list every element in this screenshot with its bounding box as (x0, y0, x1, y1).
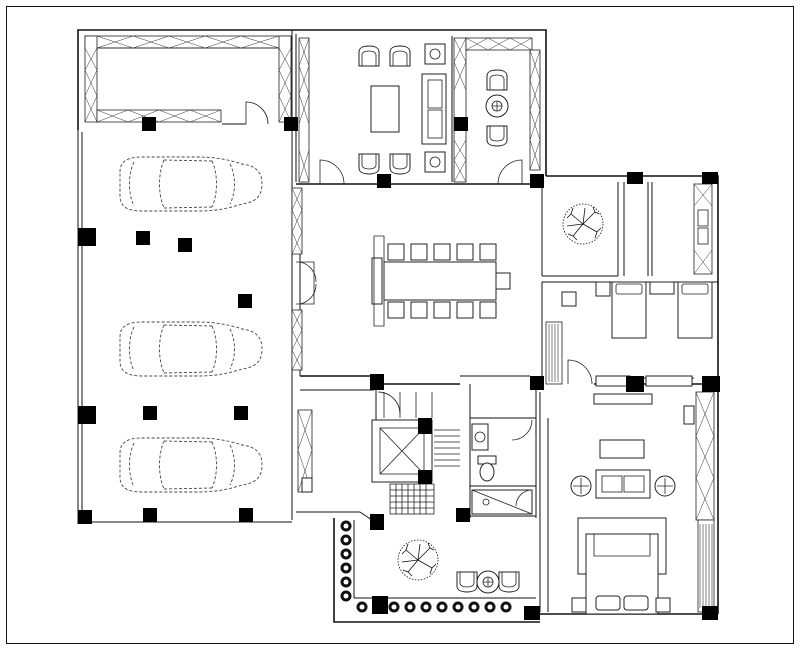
door-swing-icon (245, 101, 269, 125)
door-swing-icon (567, 359, 593, 385)
bed-icon (677, 281, 713, 339)
structural-columns (78, 117, 720, 620)
dining-hall (291, 186, 530, 520)
car-icon (119, 437, 263, 493)
master-bedroom (539, 375, 719, 615)
tree-icon (397, 539, 439, 581)
tree-icon (562, 203, 604, 245)
coffee-table (370, 85, 400, 133)
door-swing-icon (319, 159, 345, 185)
door-swing-icon (515, 489, 533, 507)
bathroom (469, 384, 537, 518)
terrace (333, 518, 540, 623)
car-icon (119, 156, 263, 212)
staircase-icon (383, 392, 460, 515)
shrub-icon (340, 520, 512, 613)
sofa-icon (595, 469, 651, 499)
courtyard (541, 175, 719, 384)
drawing-frame (6, 6, 794, 644)
door-swing-icon (377, 391, 401, 415)
door-swing-icon (511, 419, 533, 441)
garage-storage-cabinets (84, 35, 292, 123)
sofa-icon (421, 73, 447, 145)
garage (77, 29, 292, 524)
dining-table-icon (371, 235, 511, 327)
bed-icon (611, 281, 647, 339)
door-swing-icon (497, 159, 523, 185)
toilet-icon (477, 455, 497, 482)
car-icon (119, 321, 263, 377)
door-swing-icon (299, 261, 317, 305)
sink-icon (471, 423, 489, 451)
lounge-room (291, 29, 547, 186)
bed-icon (577, 517, 667, 615)
twin-bedroom (541, 281, 718, 385)
shower-icon (471, 489, 533, 515)
stair-hall (296, 389, 460, 521)
